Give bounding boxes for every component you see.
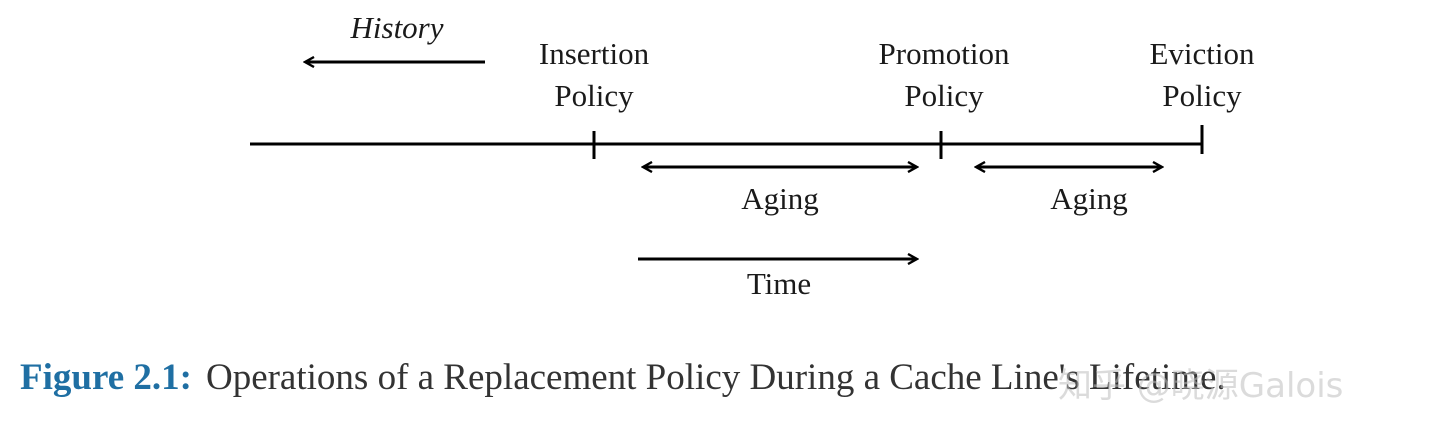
aging-label-right: Aging [1050,181,1128,216]
promotion-policy-label-line2: Policy [904,78,984,113]
figure-number: Figure 2.1: [20,357,192,398]
figure-caption: Figure 2.1: Operations of a Replacement P… [20,356,1226,399]
promotion-policy-label-line1: Promotion [879,36,1010,71]
insertion-policy-label-line1: Insertion [539,36,650,71]
eviction-policy-label-line2: Policy [1162,78,1242,113]
watermark: 知乎 @晓源Galois [1058,366,1344,406]
eviction-policy-label-line1: Eviction [1149,36,1255,71]
aging-label-left: Aging [741,181,819,216]
caption-text: Operations of a Replacement Policy Durin… [205,357,1226,398]
time-label: Time [747,266,811,301]
insertion-policy-label-line2: Policy [554,78,634,113]
history-label: History [350,10,444,45]
